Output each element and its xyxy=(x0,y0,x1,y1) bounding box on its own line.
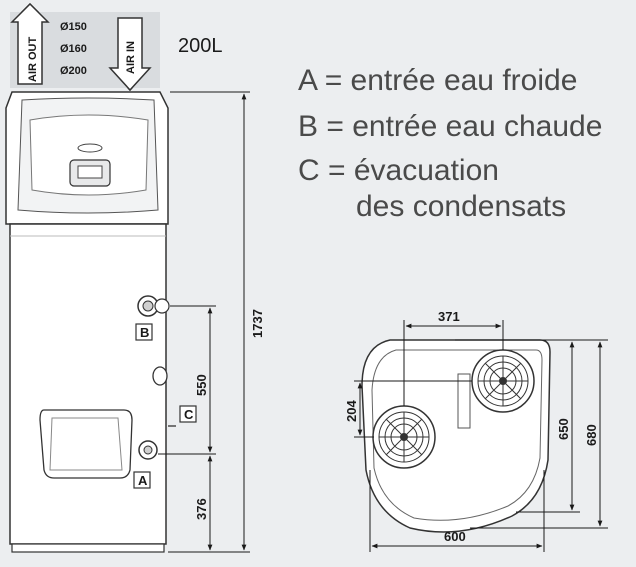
fitting-b xyxy=(137,295,170,317)
front-view: AIR OUT AIR IN AIR OUT AIR IN Ø150 Ø160 … xyxy=(5,2,265,553)
legend-c-line2: des condensats xyxy=(356,190,567,223)
legend-b: B = entrée eau chaude xyxy=(298,110,603,143)
label-b: B xyxy=(135,323,153,341)
height-b-to-a-label: 550 xyxy=(194,374,209,396)
fan-left xyxy=(372,405,436,469)
svg-text:B: B xyxy=(140,325,149,340)
svg-text:A: A xyxy=(138,473,148,488)
air-in-text: AIR IN xyxy=(125,41,137,74)
fitting-mid xyxy=(152,366,168,386)
diameter-150: Ø150 xyxy=(60,21,87,33)
dim-bottom-label: 600 xyxy=(444,529,466,544)
height-total-label: 1737 xyxy=(250,309,265,338)
dimension-right-outer xyxy=(470,339,608,529)
label-c: C xyxy=(179,405,197,423)
fan-right xyxy=(471,349,535,413)
dimension-bottom xyxy=(369,470,545,552)
dimension-b-to-a xyxy=(158,305,216,455)
svg-text:C: C xyxy=(184,407,194,422)
label-a: A xyxy=(133,471,151,489)
tank-body xyxy=(9,223,167,545)
legend-a: A = entrée eau froide xyxy=(298,64,578,97)
diameter-200: Ø200 xyxy=(60,65,87,77)
tank-base xyxy=(11,543,165,553)
dimension-top xyxy=(403,320,504,406)
front-access-panel xyxy=(39,409,133,479)
dim-inner-right-label: 650 xyxy=(556,418,571,440)
dimension-left xyxy=(354,380,472,438)
top-view: 371 204 650 680 600 xyxy=(344,309,608,552)
dim-outer-right-label: 680 xyxy=(584,424,599,446)
height-a-label: 376 xyxy=(194,498,209,520)
fitting-a xyxy=(138,440,158,460)
diameter-160: Ø160 xyxy=(60,43,87,55)
legend-c-line1: C = évacuation xyxy=(298,154,499,187)
dim-left-label: 204 xyxy=(344,400,359,422)
dimension-total-height xyxy=(168,91,250,553)
dim-top-label: 371 xyxy=(438,309,460,324)
air-out-text: AIR OUT xyxy=(27,37,39,83)
capacity-label: 200L xyxy=(178,35,223,57)
